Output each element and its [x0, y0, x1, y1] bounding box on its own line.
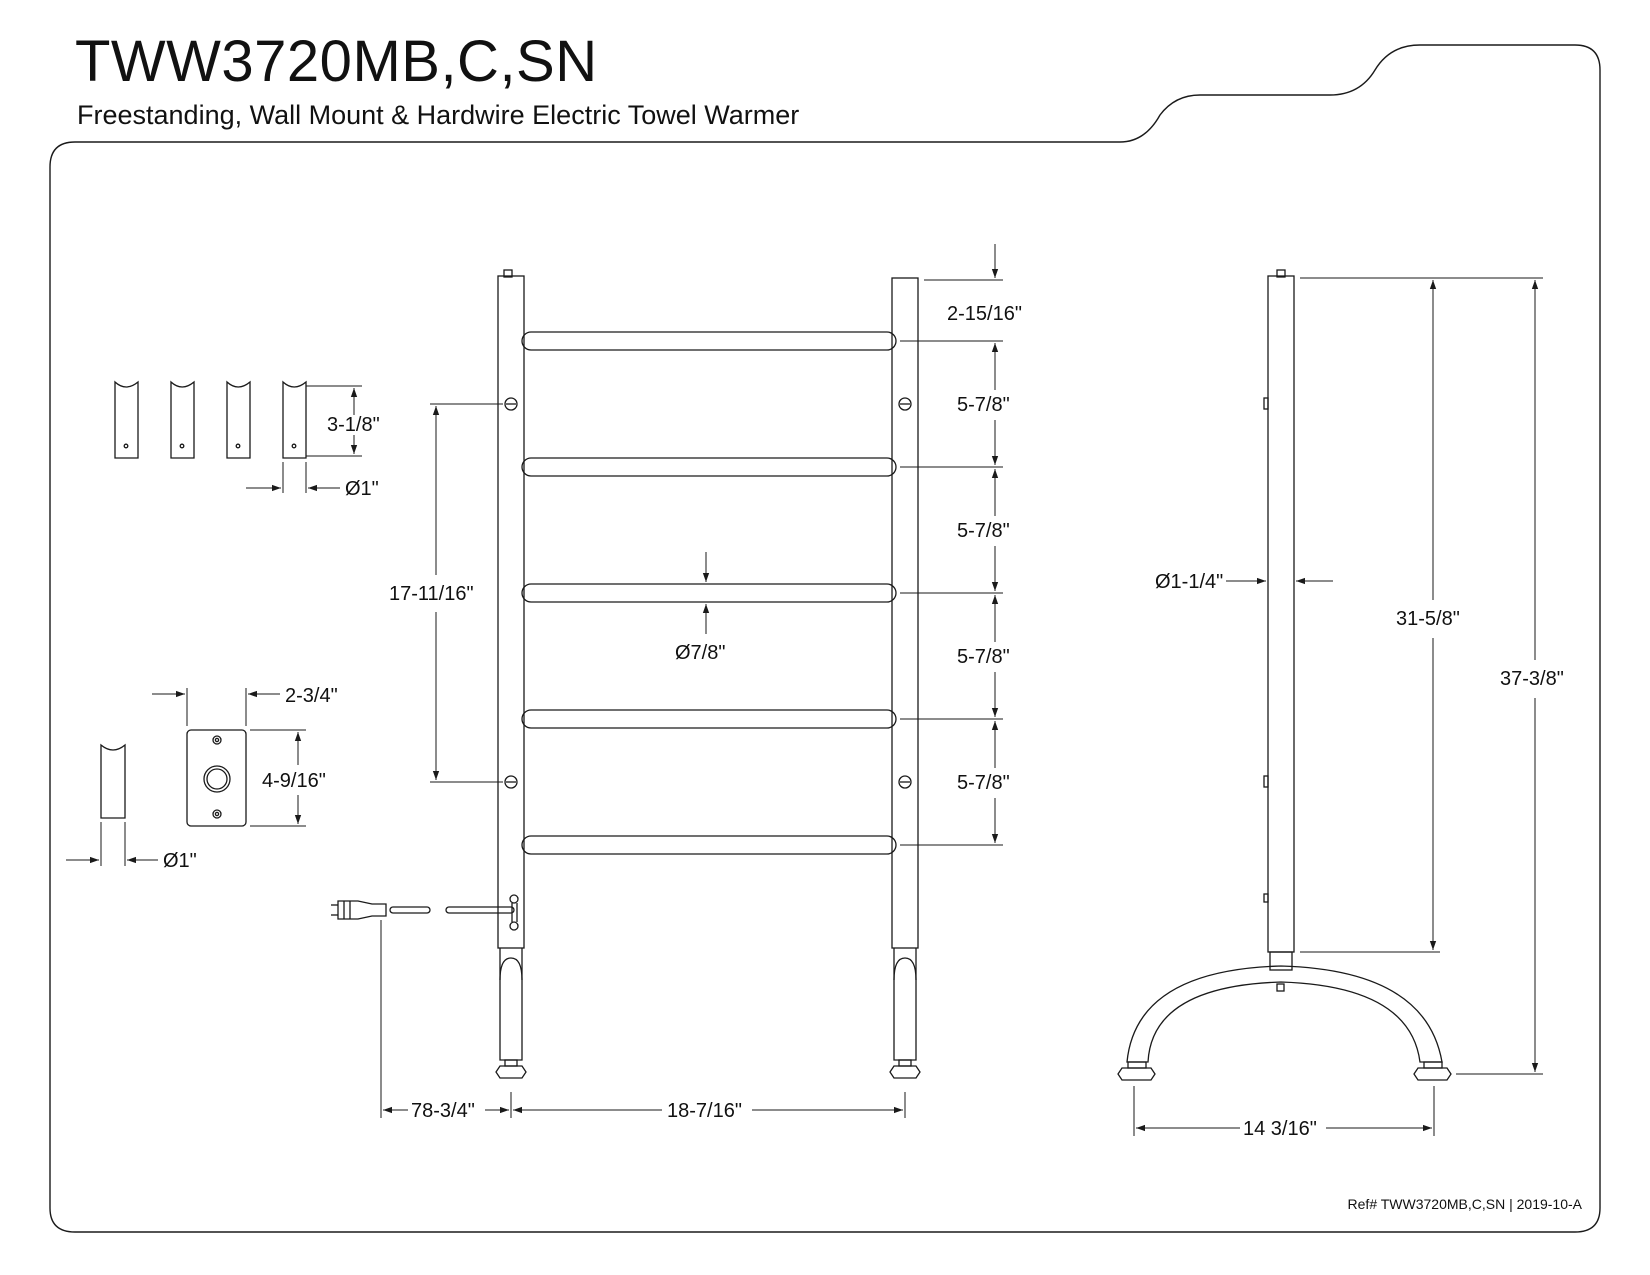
- cord-length-label: 78-3/4": [411, 1100, 475, 1122]
- overall-height-label: 37-3/8": [1500, 668, 1564, 690]
- drawing-frame: [49, 44, 1601, 1233]
- plate-width-label: 2-3/4": [285, 685, 338, 707]
- top-offset-label: 2-15/16": [947, 303, 1022, 325]
- side-view: [1117, 269, 1452, 1081]
- bar-spacing-4-label: 5-7/8": [957, 772, 1010, 794]
- bar-diameter-label: Ø7/8": [675, 642, 725, 664]
- bar-spacing-3-label: 5-7/8": [957, 646, 1010, 668]
- post-diameter-label: Ø1": [163, 850, 197, 872]
- cap-diameter-label: Ø1": [345, 478, 379, 500]
- power-cord: [331, 900, 515, 920]
- bar-spacing-1-label: 5-7/8": [957, 394, 1010, 416]
- base-width-label: 14 3/16": [1243, 1118, 1317, 1140]
- side-post-height-label: 31-5/8": [1396, 608, 1460, 630]
- mount-spacing-label: 17-11/16": [389, 583, 474, 605]
- wall-plate: [186, 729, 247, 827]
- front-view: [495, 269, 921, 1079]
- model-title: TWW3720MB,C,SN: [75, 29, 598, 94]
- end-caps: [114, 380, 307, 459]
- product-description: Freestanding, Wall Mount & Hardwire Elec…: [77, 100, 800, 130]
- plate-height-label: 4-9/16": [262, 770, 326, 792]
- mounting-post: [100, 743, 126, 819]
- side-post-diameter-label: Ø1-1/4": [1155, 571, 1223, 593]
- cap-height-label: 3-1/8": [327, 414, 380, 436]
- reference-footer: Ref# TWW3720MB,C,SN | 2019-10-A: [1347, 1196, 1582, 1212]
- overall-width-label: 18-7/16": [667, 1100, 742, 1122]
- bar-spacing-2-label: 5-7/8": [957, 520, 1010, 542]
